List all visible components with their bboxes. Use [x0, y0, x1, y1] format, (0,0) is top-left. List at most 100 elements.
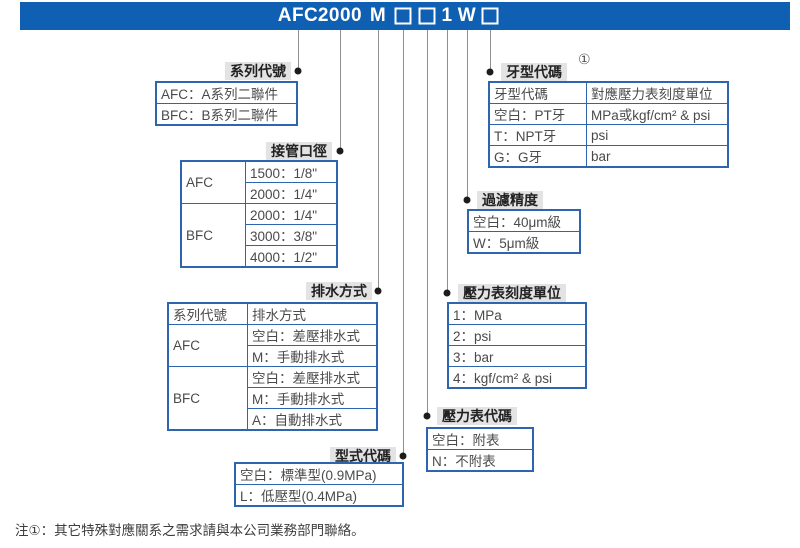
table-row: 空白：標準型(0.9MPa): [234, 462, 404, 485]
table-cell: 4000：1/2": [245, 245, 338, 268]
table-cell: 1500：1/8": [245, 160, 338, 183]
model-code-banner: AFC 2000 M 1 W: [20, 2, 790, 30]
table-cell: T：NPT牙: [488, 124, 587, 146]
connector-line: [467, 30, 468, 200]
table-row: 3000：3/8": [181, 224, 338, 246]
table-row: T：NPT牙 psi: [488, 124, 729, 146]
connector-dot: [443, 289, 451, 297]
table-row: 空白：PT牙 MPa或kgf/cm² & psi: [488, 103, 729, 125]
table-row: M：手動排水式: [168, 387, 378, 409]
table-row: BFC 空白：差壓排水式: [167, 366, 378, 431]
table-cell: 1：MPa: [447, 302, 587, 325]
table-row: AFC：A系列二聯件: [155, 81, 298, 104]
table-cell: BFC: [180, 203, 246, 268]
table-cell: 空白：差壓排水式: [247, 324, 378, 346]
label-thread-type: 牙型代碼: [501, 63, 567, 81]
table-row: W：5μm級: [467, 231, 581, 254]
label-drain-method: 排水方式: [306, 282, 372, 300]
code-placeholder-box: [481, 7, 499, 25]
table-cell: 2：psi: [447, 324, 587, 346]
label-gauge-code: 壓力表代碼: [437, 407, 517, 425]
table-row: N：不附表: [426, 449, 534, 472]
table-cell: AFC: [167, 324, 248, 367]
table-cell: 3000：3/8": [245, 224, 338, 246]
connector-line: [403, 30, 404, 456]
table-cell: 空白：差壓排水式: [247, 366, 378, 388]
table-cell: 空白：40μm級: [467, 209, 581, 232]
connector-line: [340, 30, 341, 151]
table-cell: AFC: [180, 160, 246, 204]
series-code-table: AFC：A系列二聯件 BFC：B系列二聯件: [155, 81, 298, 126]
port-size-table: AFC 1500：1/8" 2000：1/4" BFC 2000：1/4" 30…: [180, 160, 338, 268]
thread-type-table: 牙型代碼 對應壓力表刻度單位 空白：PT牙 MPa或kgf/cm² & psi …: [488, 81, 729, 168]
table-cell: BFC: [167, 366, 248, 431]
code-placeholder-box: [394, 7, 412, 25]
footnote-ref-mark: ①: [578, 51, 591, 67]
table-row: 1：MPa: [447, 302, 587, 325]
connector-line: [490, 30, 491, 72]
table-cell: A：自動排水式: [247, 408, 378, 431]
connector-line: [378, 30, 379, 291]
table-row: AFC 1500：1/8": [180, 160, 338, 204]
model-segment-filter: W: [457, 5, 477, 26]
table-row: 牙型代碼 對應壓力表刻度單位: [488, 81, 729, 104]
connector-line: [298, 30, 299, 71]
table-cell: G：G牙: [488, 145, 587, 168]
table-row: 4000：1/2": [181, 245, 338, 268]
connector-dot: [486, 68, 494, 76]
table-row: 2：psi: [447, 324, 587, 346]
table-cell: 空白：附表: [426, 427, 534, 450]
table-row: 3：bar: [447, 345, 587, 367]
filter-grade-table: 空白：40μm級 W：5μm級: [467, 209, 581, 254]
table-row: L：低壓型(0.4MPa): [234, 484, 404, 507]
gauge-code-table: 空白：附表 N：不附表: [426, 427, 534, 472]
label-port-size: 接管口徑: [266, 142, 332, 160]
table-row: 4：kgf/cm² & psi: [447, 366, 587, 389]
table-cell: AFC：A系列二聯件: [155, 81, 298, 104]
table-cell: psi: [586, 124, 729, 146]
connector-line: [427, 30, 428, 416]
connector-dot: [463, 196, 471, 204]
model-segment-unit: 1: [441, 5, 453, 26]
table-row: BFC 2000：1/4": [180, 203, 338, 268]
table-header-cell: 對應壓力表刻度單位: [586, 81, 729, 104]
label-model-type: 型式代碼: [330, 447, 396, 465]
code-placeholder-box: [418, 7, 436, 25]
table-cell: 3：bar: [447, 345, 587, 367]
table-cell: 2000：1/4": [245, 203, 338, 225]
table-cell: 4：kgf/cm² & psi: [447, 366, 587, 389]
connector-dot: [399, 452, 407, 460]
gauge-scale-unit-table: 1：MPa 2：psi 3：bar 4：kgf/cm² & psi: [447, 302, 587, 389]
table-row: A：自動排水式: [168, 408, 378, 431]
table-header-cell: 排水方式: [247, 302, 378, 325]
connector-dot: [423, 412, 431, 420]
model-segment-series: AFC: [277, 5, 319, 26]
drain-method-table: 系列代號 排水方式 AFC 空白：差壓排水式 M：手動排水式 BFC 空白：差壓…: [167, 302, 378, 431]
model-segment-drain: M: [369, 5, 387, 26]
model-segment-size: 2000: [317, 5, 363, 26]
table-cell: 2000：1/4": [245, 182, 338, 204]
connector-dot: [336, 147, 344, 155]
table-cell: N：不附表: [426, 449, 534, 472]
connector-dot: [294, 67, 302, 75]
table-row: 空白：40μm級: [467, 209, 581, 232]
model-type-table: 空白：標準型(0.9MPa) L：低壓型(0.4MPa): [234, 462, 404, 507]
table-row: AFC 空白：差壓排水式: [167, 324, 378, 367]
table-header-cell: 系列代號: [167, 302, 248, 325]
table-cell: M：手動排水式: [247, 387, 378, 409]
footnote: 注①：其它特殊對應關系之需求請與本公司業務部門聯絡。: [15, 523, 365, 538]
connector-dot: [374, 287, 382, 295]
label-series-code: 系列代號: [225, 62, 291, 80]
table-row: G：G牙 bar: [488, 145, 729, 168]
table-cell: 空白：標準型(0.9MPa): [234, 462, 404, 485]
table-cell: W：5μm級: [467, 231, 581, 254]
table-row: 空白：附表: [426, 427, 534, 450]
table-row: BFC：B系列二聯件: [155, 103, 298, 126]
table-cell: BFC：B系列二聯件: [155, 103, 298, 126]
table-cell: M：手動排水式: [247, 345, 378, 367]
table-row: 系列代號 排水方式: [167, 302, 378, 325]
connector-line: [447, 30, 448, 293]
label-gauge-scale-unit: 壓力表刻度單位: [458, 284, 566, 302]
table-header-cell: 牙型代碼: [488, 81, 587, 104]
table-cell: MPa或kgf/cm² & psi: [586, 103, 729, 125]
